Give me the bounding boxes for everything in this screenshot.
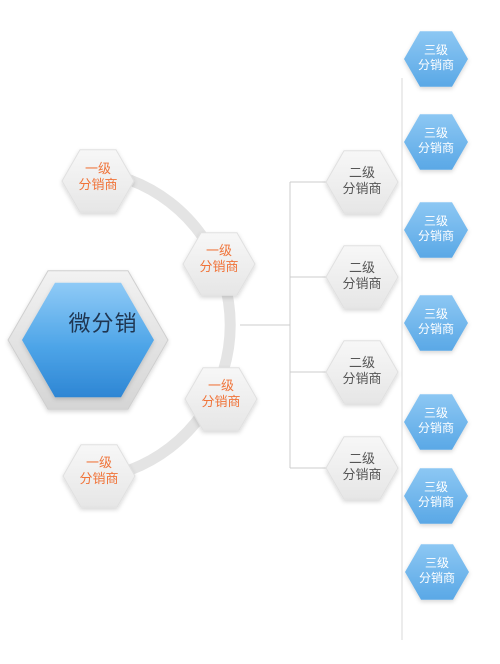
level1-node-2-line1: 一级 [205,244,232,259]
level1-node-4: 一级 分销商 [63,456,135,489]
level1-hexagon-3 [184,367,258,431]
level1-node-4-line2: 分销商 [79,472,119,488]
level2-hexagon-2 [325,245,399,309]
level3-node-5-line2: 分销商 [417,421,454,435]
level3-node-2: 三级 分销商 [406,126,466,156]
level1-arc [124,174,236,476]
level3-node-1-line2: 分销商 [417,58,454,72]
level3-hexagon-6 [404,468,468,524]
level2-node-1-line2: 分销商 [342,182,382,198]
level3-node-4-line2: 分销商 [417,322,454,336]
level3-hexagon-4 [404,295,468,351]
level3-hexagon-2 [404,114,468,170]
level2-node-2: 二级 分销商 [326,261,398,294]
level2-node-3: 二级 分销商 [326,356,398,389]
level2-node-3-line1: 二级 [348,356,375,371]
level3-node-6-line2: 分销商 [417,495,454,509]
level3-node-6: 三级 分销商 [406,480,466,510]
level2-node-1: 二级 分销商 [326,166,398,199]
center-node-text: 微分销 [68,312,138,337]
level2-hexagon-4 [325,436,399,500]
level3-hexagon-5 [404,394,468,450]
center-node-label: 微分销 [38,311,168,339]
level1-node-1-line2: 分销商 [78,178,118,194]
level3-node-3-line2: 分销商 [417,229,454,243]
level3-node-7: 三级 分销商 [407,556,467,586]
level2-node-2-line1: 二级 [348,261,375,276]
level3-node-7-line1: 三级 [424,556,449,570]
level1-node-2: 一级 分销商 [183,244,255,277]
level3-hexagon-3 [404,202,468,258]
level1-hexagon-1 [61,149,135,213]
level3-node-5-line1: 三级 [423,406,448,420]
center-hexagon [22,282,154,398]
level2-hexagon-3 [325,340,399,404]
level2-hexagon-1 [325,150,399,214]
level3-hexagon-1 [404,31,468,87]
level3-node-3-line1: 三级 [423,214,448,228]
level1-node-3-line1: 一级 [207,379,234,394]
level3-node-2-line2: 分销商 [417,141,454,155]
level2-node-4-line1: 二级 [348,452,375,467]
level1-node-4-line1: 一级 [85,456,112,471]
level2-node-4: 二级 分销商 [326,452,398,485]
level3-hexagon-7 [405,544,469,600]
level1-node-3: 一级 分销商 [185,379,257,412]
level3-node-1: 三级 分销商 [406,43,466,73]
level1-node-3-line2: 分销商 [201,395,241,411]
level3-node-5: 三级 分销商 [406,406,466,436]
level3-node-6-line1: 三级 [423,480,448,494]
level2-node-2-line2: 分销商 [342,277,382,293]
level3-node-2-line1: 三级 [423,126,448,140]
hexagon-layer [7,31,469,600]
level1-hexagon-4 [62,444,136,508]
level3-node-3: 三级 分销商 [406,214,466,244]
level2-node-3-line2: 分销商 [342,372,382,388]
level3-node-1-line1: 三级 [423,43,448,57]
level1-node-2-line2: 分销商 [199,260,239,276]
level1-node-1: 一级 分销商 [62,162,134,195]
level2-node-4-line2: 分销商 [342,468,382,484]
level1-node-1-line1: 一级 [84,162,111,177]
level2-node-1-line1: 二级 [348,166,375,181]
level3-node-4-line1: 三级 [423,307,448,321]
level3-node-4: 三级 分销商 [406,307,466,337]
level1-hexagon-2 [182,232,256,296]
level3-node-7-line2: 分销商 [418,571,455,585]
level2-connectors [240,181,330,469]
